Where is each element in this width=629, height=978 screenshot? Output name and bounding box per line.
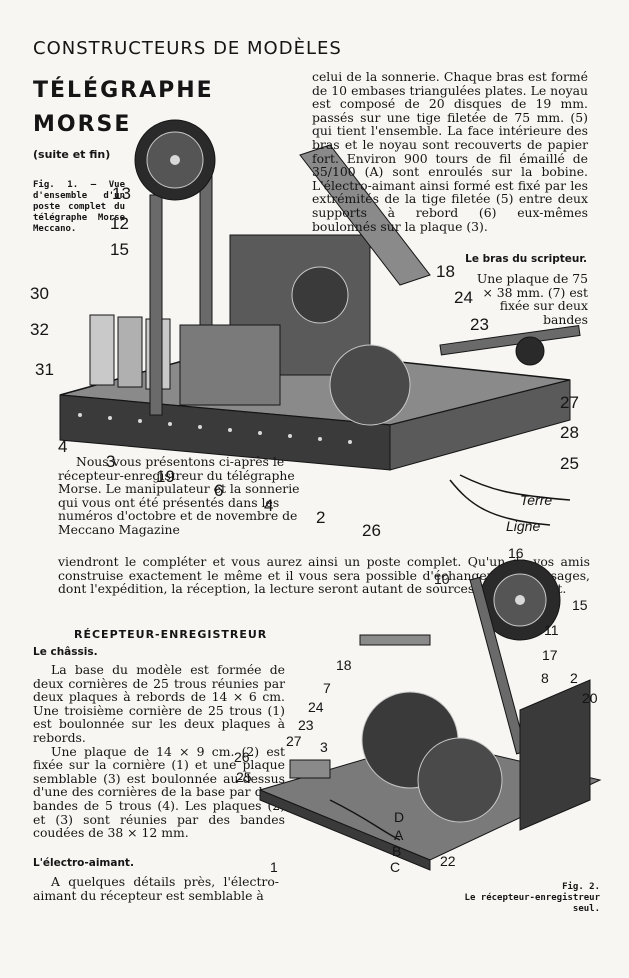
intro-paragraph: Nous vous présentons ci-après le récepte… bbox=[58, 454, 300, 537]
upright-left bbox=[149, 194, 163, 416]
fig2-label: C bbox=[390, 859, 400, 875]
top-bracket bbox=[359, 634, 431, 646]
article-title: TÉLÉGRAPHE MORSE bbox=[33, 74, 212, 142]
fig2-label: 8 bbox=[541, 670, 549, 686]
fig1-label: 12 bbox=[110, 214, 129, 233]
fig2-label: 24 bbox=[308, 699, 324, 715]
article-subtitle: (suite et fin) bbox=[33, 148, 111, 161]
top-column-text: celui de la sonnerie. Chaque bras est fo… bbox=[312, 69, 588, 234]
fig1-label: 15 bbox=[110, 240, 129, 259]
fig2-label: 2 bbox=[570, 670, 578, 686]
fig1-label: 30 bbox=[30, 284, 49, 303]
fig1-label: 2 bbox=[316, 508, 325, 527]
angled-plate bbox=[299, 144, 431, 286]
fig1-label: 25 bbox=[560, 454, 579, 473]
electro-text: A quelques détails près, l'électro-aiman… bbox=[33, 875, 279, 902]
fig2-label: 3 bbox=[320, 739, 328, 755]
electro-paragraph: A quelques détails près, l'électro-aiman… bbox=[33, 874, 279, 903]
fig1-label: 18 bbox=[436, 262, 455, 281]
fig2-label: 25 bbox=[236, 769, 252, 785]
intro-continued: viendront le compléter et vous aurez ain… bbox=[58, 554, 590, 597]
bras-text: Une plaque de 75 × 38 mm. (7) est fixée … bbox=[476, 271, 588, 327]
intro-text: Nous vous présentons ci-après le récepte… bbox=[58, 455, 308, 537]
gear-medium bbox=[417, 737, 503, 823]
fig1-label: 6 bbox=[214, 481, 223, 500]
fig1-label: 24 bbox=[454, 288, 473, 307]
fig1-label: 3 bbox=[106, 452, 115, 471]
fig1-wire-label: Terre bbox=[520, 492, 552, 508]
bras-heading: Le bras du scripteur. bbox=[465, 253, 587, 265]
figure-2-caption: Fig. 2. Le récepteur-enregistreur seul. bbox=[440, 882, 600, 915]
fig2-label: 10 bbox=[434, 571, 450, 587]
fig2-label: D bbox=[394, 809, 404, 825]
recepteur-heading: RÉCEPTEUR-ENREGISTREUR bbox=[74, 628, 268, 641]
fig2-label: 11 bbox=[544, 622, 559, 638]
figure-1-caption: Fig. 1. — Vue d'ensemble d'un poste comp… bbox=[33, 180, 125, 234]
cable-earth bbox=[459, 474, 571, 501]
fig2-label: 1 bbox=[270, 859, 278, 875]
figure-2-caption-line-2: Le récepteur-enregistreur seul. bbox=[464, 893, 600, 914]
strip-holes bbox=[78, 413, 352, 444]
chassis-heading: Le châssis. bbox=[33, 646, 98, 658]
fig1-wire-label: Ligne bbox=[506, 518, 540, 534]
chassis-text: La base du modèle est formée de deux cor… bbox=[33, 663, 285, 840]
fig2-label: 16 bbox=[508, 545, 524, 561]
fig1-label: 13 bbox=[112, 184, 131, 203]
ink-wheel bbox=[515, 336, 545, 366]
fig1-label: 28 bbox=[560, 423, 579, 442]
fig2-label: 18 bbox=[336, 657, 352, 673]
fig1-label: 4 bbox=[264, 496, 273, 515]
figure-2-caption-line-1: Fig. 2. bbox=[562, 882, 600, 892]
fig1-label: 26 bbox=[362, 521, 381, 540]
scriptor-arm bbox=[439, 324, 581, 356]
fig1-label: 19 bbox=[156, 467, 175, 486]
fig2-label: 23 bbox=[298, 717, 314, 733]
fig1-label: 32 bbox=[30, 320, 49, 339]
fig2-label: 17 bbox=[542, 647, 558, 663]
fig1-label: 27 bbox=[560, 393, 579, 412]
gear-large bbox=[291, 266, 349, 324]
fig1-label: 4 bbox=[58, 437, 67, 456]
fig2-label: 7 bbox=[323, 680, 331, 696]
chassis-paragraph-1: La base du modèle est formée de deux cor… bbox=[33, 662, 285, 745]
fig2-label: A bbox=[394, 827, 404, 843]
contact-block bbox=[289, 759, 331, 779]
chassis-paragraph-2: Une plaque de 14 × 9 cm. (2) est fixée s… bbox=[33, 743, 285, 841]
electro-heading: L'électro-aimant. bbox=[33, 857, 134, 869]
base-side bbox=[389, 379, 571, 471]
electromagnet bbox=[179, 324, 281, 406]
figure-1-illustration: 13 12 15 30 32 31 4 3 19 6 4 2 26 18 24 … bbox=[30, 119, 581, 540]
fig1-label: 31 bbox=[35, 360, 54, 379]
fig2-label: 15 bbox=[572, 597, 588, 613]
gear-wheel bbox=[329, 344, 411, 426]
fig2-label: 22 bbox=[440, 853, 456, 869]
fig2-label: 27 bbox=[286, 733, 302, 749]
section-title: CONSTRUCTEURS DE MODÈLES bbox=[33, 38, 342, 59]
fig1-label: 23 bbox=[470, 315, 489, 334]
cable-line bbox=[449, 479, 551, 526]
lead-wire bbox=[329, 799, 401, 841]
figure-2-illustration: 16 10 15 11 17 18 7 8 2 20 24 23 3 26 27… bbox=[234, 545, 602, 875]
title-line-2: MORSE bbox=[33, 112, 132, 137]
fig2-label: B bbox=[392, 843, 401, 859]
side-plate bbox=[519, 679, 591, 831]
fig2-label: 20 bbox=[582, 690, 598, 706]
fig2-label: 26 bbox=[234, 749, 250, 765]
